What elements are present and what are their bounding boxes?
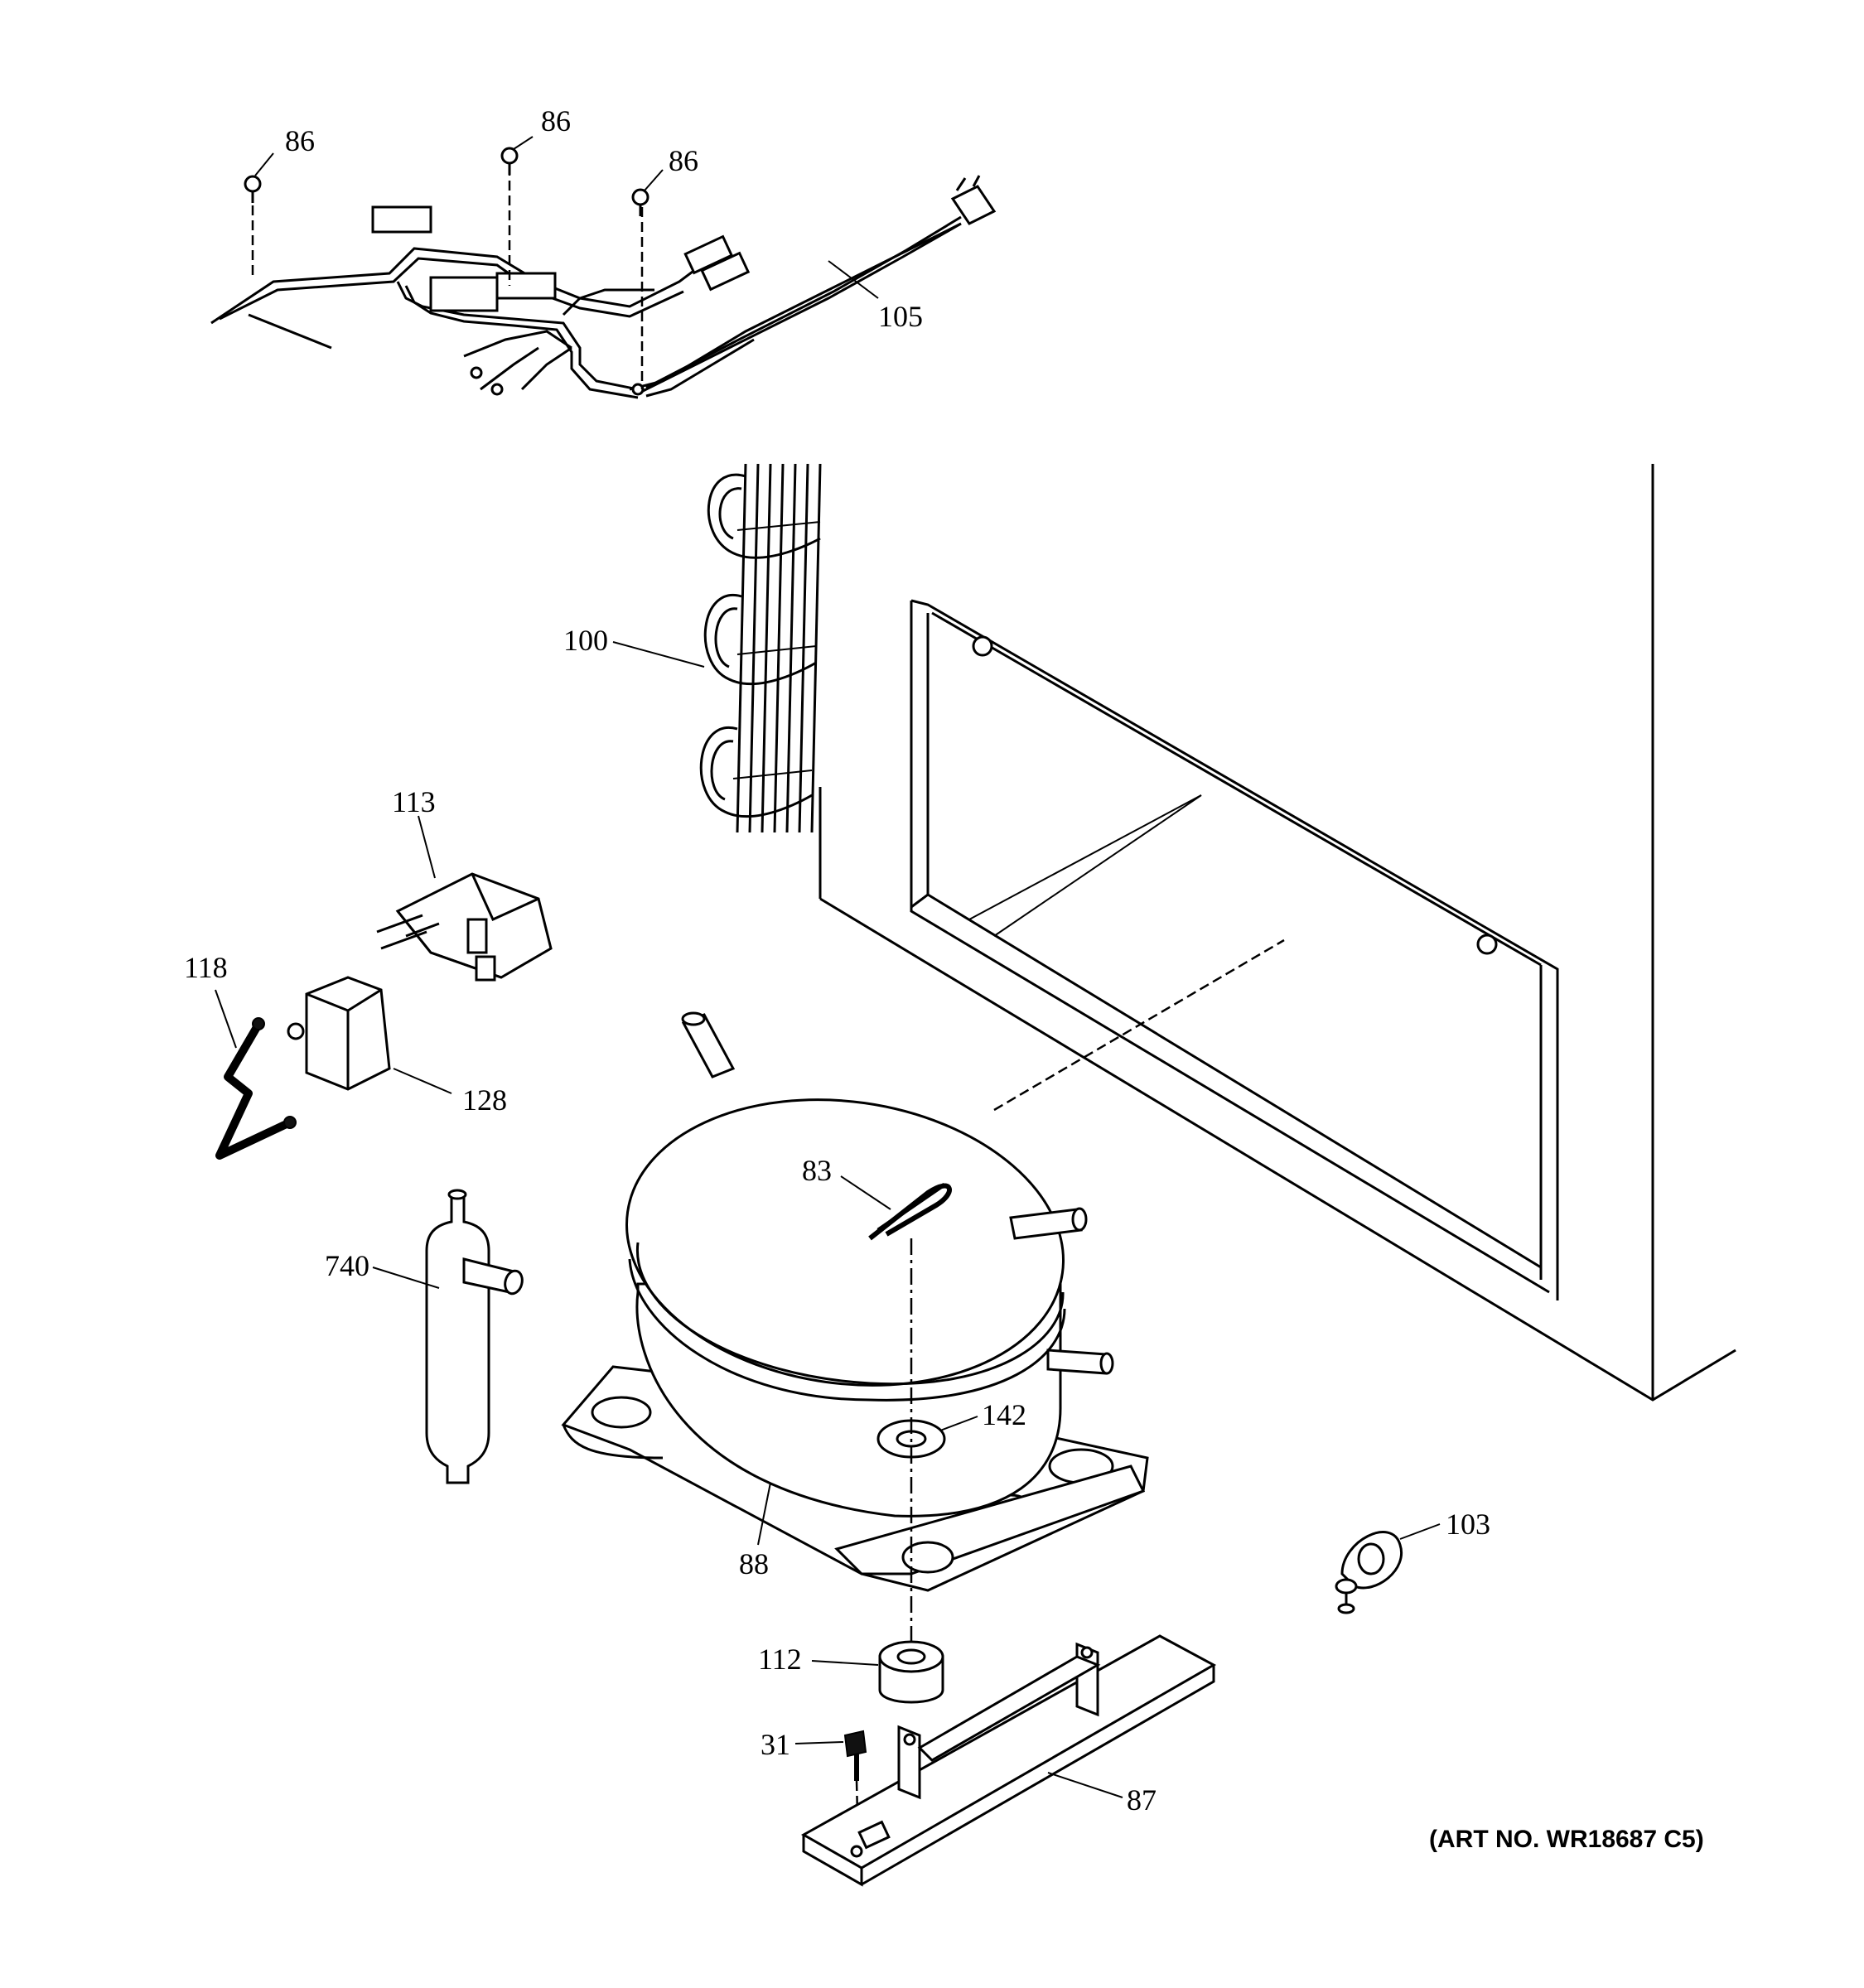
label-86-middle: 86 [541, 104, 571, 138]
label-112: 112 [758, 1643, 802, 1676]
label-105: 105 [878, 300, 923, 333]
screw-86-right [631, 188, 650, 216]
label-118: 118 [184, 951, 228, 984]
screw-86-left [244, 175, 262, 203]
cabinet [819, 464, 1736, 1402]
label-740: 740 [325, 1249, 369, 1282]
label-88: 88 [739, 1547, 769, 1580]
label-113: 113 [392, 785, 436, 818]
mount-112 [878, 1640, 944, 1704]
label-86-left: 86 [285, 124, 315, 157]
label-128: 128 [462, 1083, 507, 1117]
screw-86-middle [500, 147, 519, 175]
relay-113 [376, 872, 553, 982]
compressor-88 [561, 1011, 1149, 1592]
wire-clip-118 [215, 1017, 297, 1160]
callout-labels: 86 86 86 105 100 113 118 128 83 740 142 … [184, 104, 1704, 1853]
label-100: 100 [563, 624, 608, 657]
label-103: 103 [1446, 1508, 1490, 1541]
clip-83 [868, 1182, 952, 1241]
condenser-coil [699, 463, 822, 833]
wiring-harness [210, 166, 997, 399]
label-87: 87 [1127, 1783, 1157, 1817]
label-31: 31 [761, 1728, 790, 1761]
label-86-right: 86 [669, 144, 698, 177]
label-83: 83 [802, 1154, 832, 1187]
drier-740 [425, 1189, 524, 1484]
art-number: (ART NO. WR18687 C5) [1429, 1826, 1704, 1853]
overload-128 [287, 976, 391, 1091]
bracket-87 [800, 1634, 1217, 1887]
label-142: 142 [982, 1398, 1026, 1431]
leader-lines [215, 136, 1441, 1798]
clamp-103 [1335, 1531, 1403, 1614]
